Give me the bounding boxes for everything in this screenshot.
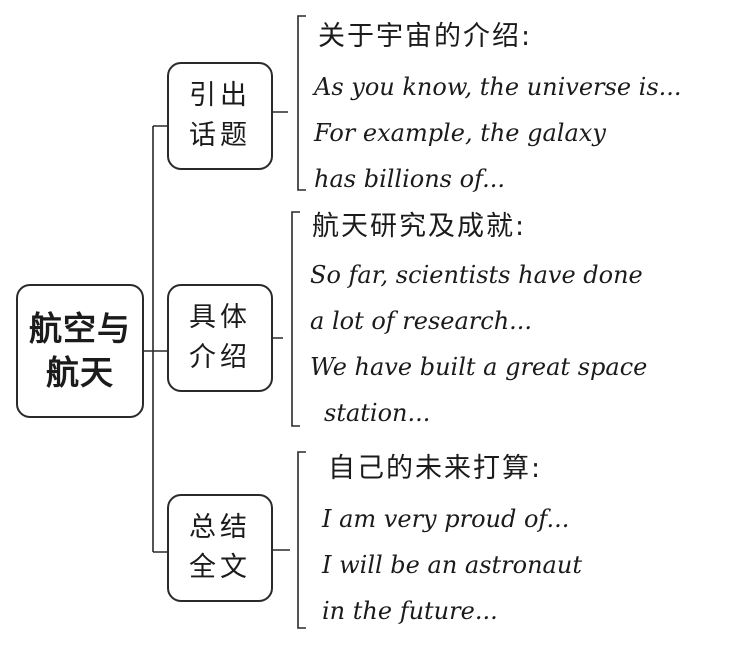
branch-3-line-2: I will be an astronaut	[322, 551, 582, 579]
root-node: 航空与 航天	[16, 284, 144, 418]
branch-1-line-3: has billions of...	[314, 165, 505, 193]
bracket-3	[273, 451, 306, 629]
branch-1-line-2: For example, the galaxy	[314, 119, 606, 147]
branch-2-line-3: We have built a great space	[310, 353, 648, 381]
root-label-line-2: 航天	[46, 353, 114, 392]
branch-2-label-line-1: 具体	[189, 302, 251, 333]
branch-3-line-1: I am very proud of...	[322, 505, 570, 533]
branch-1-heading: 关于宇宙的介绍:	[318, 21, 533, 52]
bracket-1	[273, 15, 306, 191]
branch-1-label-line-1: 引出	[189, 80, 251, 111]
branch-1-label-line-2: 话题	[189, 120, 251, 151]
root-connector	[144, 125, 167, 553]
branch-3-line-3: in the future...	[322, 597, 498, 625]
branch-node-details: 具体 介绍	[167, 284, 273, 392]
branch-2-line-2: a lot of research...	[310, 307, 533, 335]
branch-3-heading: 自己的未来打算:	[328, 453, 543, 484]
branch-2-label-line-2: 介绍	[189, 342, 251, 373]
branch-3-label-line-1: 总结	[189, 512, 251, 543]
bracket-2	[273, 211, 300, 427]
branch-node-introduce-topic: 引出 话题	[167, 62, 273, 170]
branch-1-line-1: As you know, the universe is...	[314, 73, 682, 101]
root-label-line-1: 航空与	[29, 309, 131, 348]
branch-2-line-1: So far, scientists have done	[310, 261, 643, 289]
branch-node-conclusion: 总结 全文	[167, 494, 273, 602]
branch-2-heading: 航天研究及成就:	[312, 211, 527, 242]
branch-3-label-line-2: 全文	[189, 552, 251, 583]
branch-2-line-4: station...	[324, 399, 431, 427]
